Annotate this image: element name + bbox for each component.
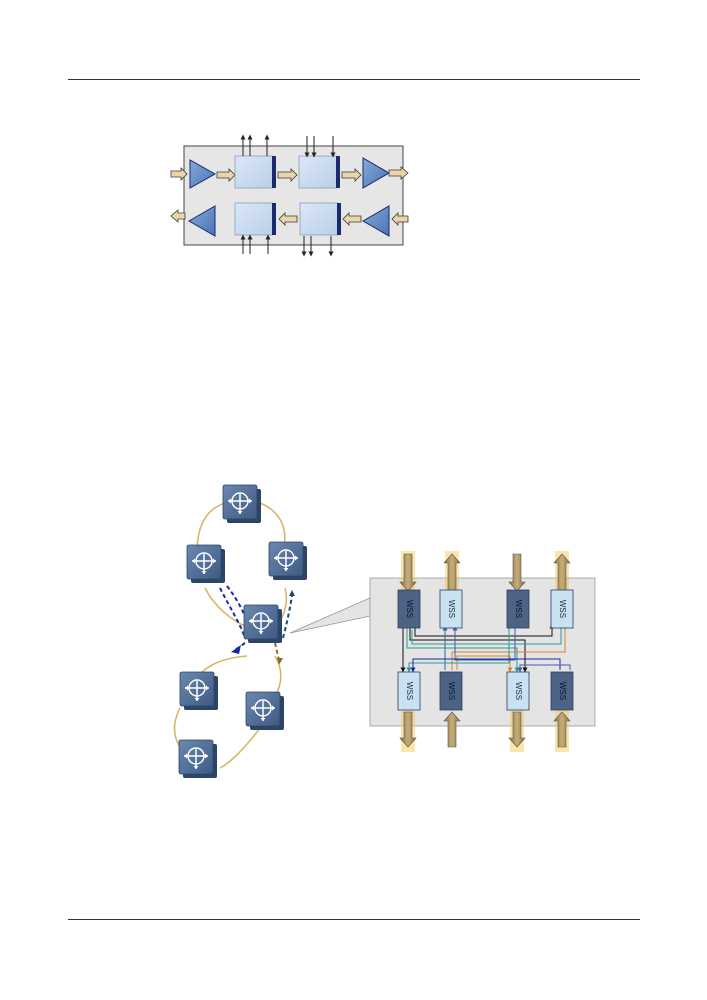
ring-wss-diagram: WSS WSS WSS WSS WSS WSS WSS WSS bbox=[165, 478, 605, 788]
header-rule bbox=[68, 79, 640, 80]
amplifier-bottom-left bbox=[187, 205, 216, 237]
arrow-top-1 bbox=[216, 168, 236, 182]
block-top-2 bbox=[298, 155, 340, 189]
module-panel bbox=[183, 145, 404, 246]
arrow-bottom-2 bbox=[342, 212, 362, 226]
path-arrowhead-teal bbox=[289, 590, 295, 596]
port-arrow-bottom-2 bbox=[443, 711, 461, 748]
port-arrow-bottom-4 bbox=[553, 708, 571, 752]
block-bottom-2 bbox=[299, 202, 341, 236]
add-arrows-block2 bbox=[304, 136, 336, 158]
wss-block-top-3: WSS bbox=[506, 589, 530, 629]
wss-label: WSS bbox=[447, 600, 456, 618]
wss-block-bottom-4: WSS bbox=[550, 671, 574, 711]
arrow-top-2 bbox=[277, 168, 298, 182]
port-arrow-top-3 bbox=[508, 553, 526, 592]
wss-label: WSS bbox=[405, 682, 414, 700]
wss-label: WSS bbox=[558, 600, 567, 618]
footer-rule bbox=[68, 919, 640, 920]
wss-block-bottom-1: WSS bbox=[397, 671, 421, 711]
wss-block-top-2: WSS bbox=[439, 589, 463, 629]
traffic-paths bbox=[219, 585, 293, 661]
input-arrow-bottom bbox=[391, 212, 409, 226]
port-arrow-top-1 bbox=[399, 551, 417, 595]
output-arrow-bottom bbox=[170, 209, 186, 223]
wss-label: WSS bbox=[514, 600, 523, 618]
ring-node-icon-4 bbox=[243, 604, 283, 644]
wss-block-top-4: WSS bbox=[550, 589, 574, 629]
port-arrow-bottom-1 bbox=[399, 708, 417, 752]
ring-node-icon-6 bbox=[245, 691, 285, 731]
add-arrows-block3 bbox=[240, 234, 271, 254]
amplifier-top-left bbox=[189, 159, 217, 189]
wss-cross-links bbox=[400, 623, 571, 673]
amplifier-top-right bbox=[362, 157, 391, 189]
wss-label: WSS bbox=[558, 682, 567, 700]
wss-block-bottom-3: WSS bbox=[506, 671, 530, 711]
output-arrow-top bbox=[388, 166, 409, 180]
port-arrow-bottom-3 bbox=[508, 708, 526, 752]
drop-arrows-block4 bbox=[301, 236, 334, 257]
callout-pointer bbox=[289, 597, 371, 634]
ring-node-icon-7 bbox=[178, 739, 218, 779]
wss-block-bottom-2: WSS bbox=[439, 671, 463, 711]
block-bottom-1 bbox=[234, 202, 276, 236]
oadm-diagram bbox=[165, 128, 415, 260]
wss-label: WSS bbox=[405, 600, 414, 618]
input-arrow-top bbox=[170, 167, 188, 181]
wss-label: WSS bbox=[447, 682, 456, 700]
path-arrowhead-brown bbox=[277, 658, 283, 665]
path-arrowhead-blue bbox=[231, 645, 241, 654]
wss-block-top-1: WSS bbox=[397, 589, 421, 629]
ring-wss-diagram-svg: WSS WSS WSS WSS WSS WSS WSS WSS bbox=[173, 484, 596, 779]
ring-node-icon-3 bbox=[268, 541, 308, 581]
oadm-diagram-svg bbox=[170, 134, 409, 257]
amplifier-bottom-right bbox=[361, 205, 390, 237]
wss-label: WSS bbox=[514, 682, 523, 700]
drop-arrows-block1 bbox=[240, 134, 270, 156]
ring-node-icon-1 bbox=[222, 484, 262, 524]
arrow-top-3 bbox=[341, 168, 362, 182]
ring-node-icon-2 bbox=[186, 544, 226, 584]
port-arrow-top-2 bbox=[443, 551, 461, 595]
port-arrow-top-4 bbox=[553, 551, 571, 595]
ring-node-icon-5 bbox=[179, 671, 219, 711]
arrow-bottom-1 bbox=[278, 212, 298, 226]
block-top-1 bbox=[234, 155, 276, 189]
